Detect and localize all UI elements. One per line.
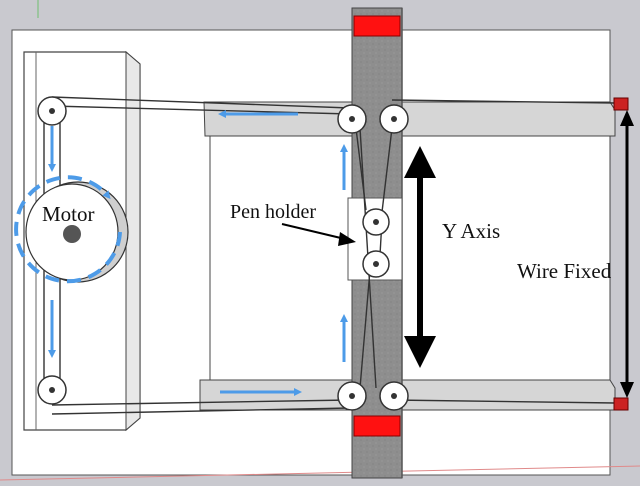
wire-fixed-label: Wire Fixed	[517, 259, 612, 283]
double-arrow-icon	[404, 146, 436, 368]
motor	[25, 181, 129, 283]
corner-axis-line	[0, 465, 640, 481]
pulley-icon	[37, 96, 67, 126]
pen-pulley-icon	[362, 250, 390, 278]
wire-anchor-bottom	[613, 397, 629, 411]
top-rail	[203, 101, 616, 137]
pen-pulley-icon	[362, 208, 390, 236]
pen-holder-pointer	[281, 223, 356, 246]
pulley-icon	[379, 381, 409, 411]
motor-rotation-arrows	[14, 175, 122, 284]
pulley-icon	[379, 104, 409, 134]
wire-anchor-top	[613, 97, 629, 111]
stop-block-top	[353, 15, 401, 37]
motor-label: Motor	[42, 202, 95, 226]
arrow-icon	[48, 110, 348, 396]
pen-holder-label: Pen holder	[230, 201, 316, 223]
pulley-icon	[337, 104, 367, 134]
pulley-icon	[37, 375, 67, 405]
pulley-icon	[337, 381, 367, 411]
y-axis-label: Y Axis	[442, 219, 500, 243]
stop-block-bottom	[353, 415, 401, 437]
motor-mount-side	[125, 50, 141, 432]
wire-fixed-arrow	[620, 110, 634, 398]
